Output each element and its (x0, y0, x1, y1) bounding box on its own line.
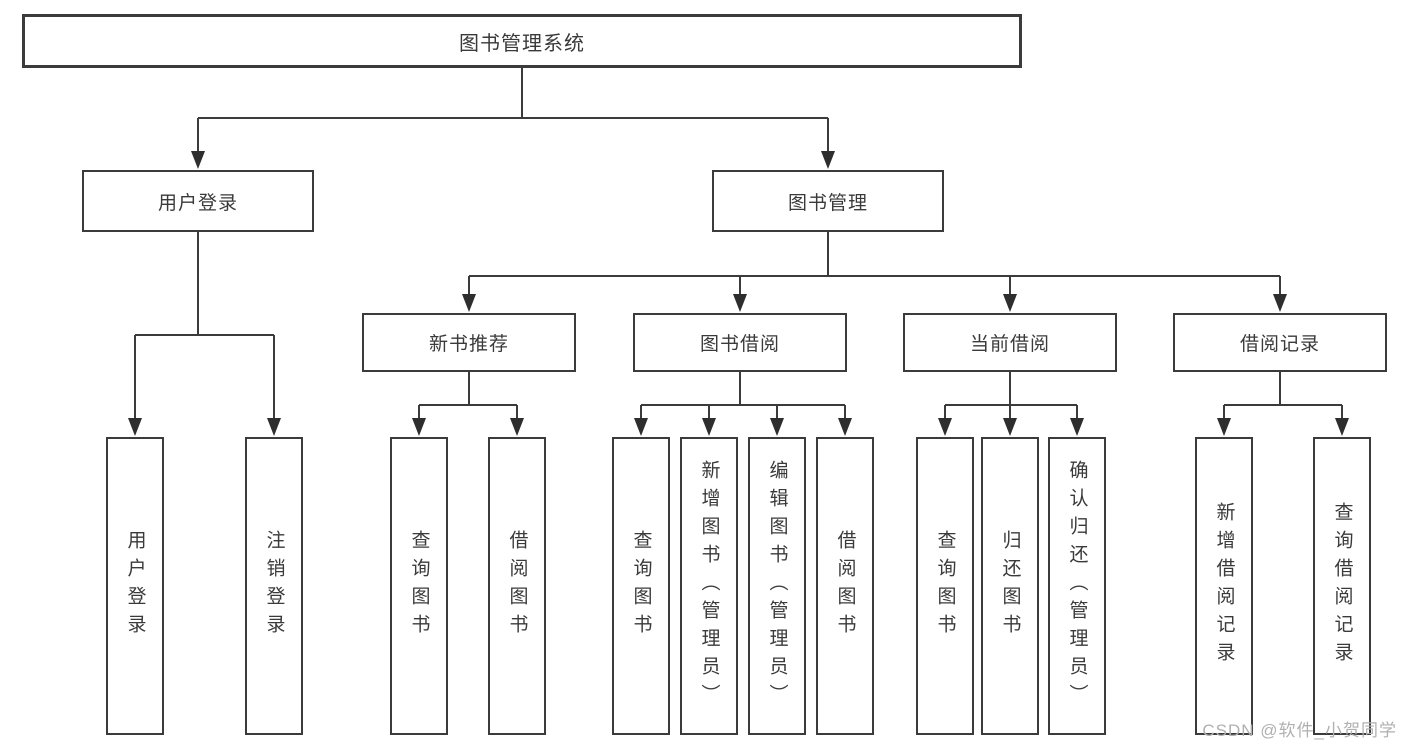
connector-bookborrow-to-leaves (640, 372, 846, 418)
node-new-book-recommend: 新书推荐 (362, 313, 576, 372)
arrowhead (1273, 294, 1287, 312)
arrowhead (702, 418, 716, 436)
node-leaf-borrow-book-recommend: 借阅图书 (488, 437, 546, 735)
arrowhead (510, 418, 524, 436)
node-label: 新增借阅记录 (1213, 502, 1235, 670)
arrowhead (1003, 294, 1017, 312)
node-leaf-user-login: 用户登录 (106, 437, 164, 735)
node-label: 新书推荐 (428, 334, 509, 355)
node-label: 图书管理 (787, 192, 868, 214)
node-label: 确认归还（管理员） (1066, 460, 1088, 712)
node-leaf-query-book-current: 查询图书 (916, 437, 974, 735)
connector-newbook-to-leaves (418, 372, 518, 418)
node-leaf-borrow-book: 借阅图书 (816, 437, 874, 735)
node-book-borrow: 图书借阅 (633, 313, 847, 372)
connector-borrowrecords-to-leaves (1223, 372, 1343, 418)
node-label: 借阅图书 (834, 530, 856, 642)
node-book-management: 图书管理 (712, 170, 944, 232)
connector-root-to-level2 (197, 68, 829, 151)
node-label: 借阅图书 (506, 530, 528, 642)
node-leaf-query-book-recommend: 查询图书 (390, 437, 448, 735)
node-user-login: 用户登录 (82, 170, 314, 232)
node-label: 注销登录 (263, 530, 285, 642)
node-leaf-logout: 注销登录 (245, 437, 303, 735)
arrowhead (1335, 418, 1349, 436)
arrowhead (462, 294, 476, 312)
node-label: 查询图书 (934, 530, 956, 642)
connector-bookmgmt-to-level3 (468, 232, 1281, 294)
arrowhead (1217, 418, 1231, 436)
arrowhead (770, 418, 784, 436)
arrowhead (634, 418, 648, 436)
arrowhead (938, 418, 952, 436)
node-label: 借阅记录 (1239, 334, 1320, 355)
node-label: 查询图书 (630, 530, 652, 642)
node-current-borrow: 当前借阅 (903, 313, 1117, 372)
watermark: CSDN @软件_小贺同学 (1202, 721, 1397, 740)
arrowhead (128, 418, 142, 436)
node-label: 用户登录 (157, 192, 238, 214)
node-label: 用户登录 (124, 530, 146, 642)
node-leaf-edit-book-admin: 编辑图书（管理员） (748, 437, 806, 735)
node-leaf-confirm-return-admin: 确认归还（管理员） (1048, 437, 1106, 735)
node-leaf-add-borrow-record: 新增借阅记录 (1195, 437, 1253, 735)
arrowheads (128, 151, 1349, 436)
arrowhead (412, 418, 426, 436)
node-label: 图书管理系统 (459, 32, 585, 55)
node-label: 查询借阅记录 (1331, 502, 1353, 670)
node-label: 当前借阅 (969, 334, 1050, 355)
node-label: 编辑图书（管理员） (766, 460, 788, 712)
node-borrow-records: 借阅记录 (1173, 313, 1387, 372)
arrowhead (1003, 418, 1017, 436)
node-library-management-system: 图书管理系统 (22, 14, 1022, 68)
arrowhead (1070, 418, 1084, 436)
node-label: 图书借阅 (699, 334, 780, 355)
arrowhead (267, 418, 281, 436)
node-label: 查询图书 (408, 530, 430, 642)
node-label: 归还图书 (999, 530, 1021, 642)
node-label: 新增图书（管理员） (698, 460, 720, 712)
node-leaf-add-book-admin: 新增图书（管理员） (680, 437, 738, 735)
connector-userlogin-to-leaves (134, 232, 275, 418)
arrowhead (838, 418, 852, 436)
node-leaf-query-book-borrow: 查询图书 (612, 437, 670, 735)
node-leaf-query-borrow-record: 查询借阅记录 (1313, 437, 1371, 735)
connector-currentborrow-to-leaves (944, 372, 1078, 418)
arrowhead (821, 151, 835, 169)
arrowhead (733, 294, 747, 312)
arrowhead (191, 151, 205, 169)
node-leaf-return-book: 归还图书 (981, 437, 1039, 735)
